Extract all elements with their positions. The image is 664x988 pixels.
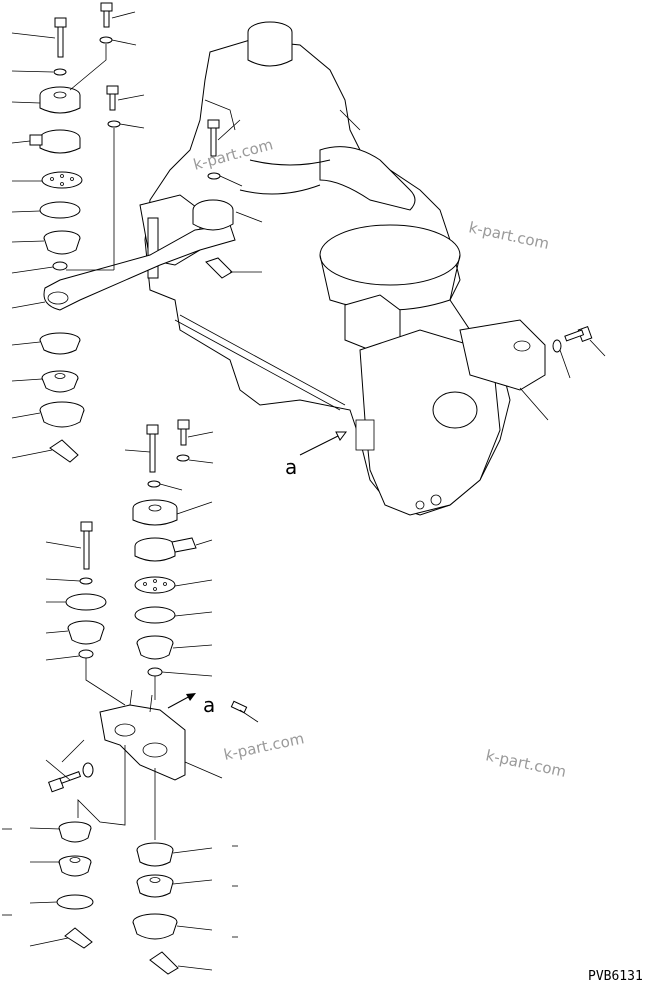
cup-cushion-4 — [67, 620, 105, 645]
perforated-plate-2 — [134, 576, 176, 594]
front-mount-arm — [43, 199, 236, 311]
lower-left-mount-stack — [65, 521, 107, 659]
stopper-plate-1 — [29, 129, 81, 154]
reference-marker-a-engine: a — [285, 455, 297, 479]
bracket-bolt — [48, 762, 94, 793]
retainer-cup-1 — [39, 401, 85, 428]
cushion-2 — [41, 370, 79, 393]
pin — [230, 700, 248, 714]
collar-2 — [147, 667, 163, 677]
engine-assembly — [139, 21, 546, 516]
center-mount-stack — [132, 419, 197, 677]
watermark-2: k-part.com — [467, 218, 551, 253]
cup-cushion-1 — [43, 230, 81, 255]
collar-3 — [78, 649, 94, 659]
callout-lines — [2, 11, 606, 971]
shim-1 — [39, 201, 81, 219]
top-center-hardware — [99, 2, 233, 279]
stopper-plate-2 — [134, 537, 197, 562]
perforated-plate-1 — [41, 171, 83, 189]
cushion-1 — [39, 86, 81, 114]
watermark-3: k-part.com — [222, 729, 306, 764]
drawing-code: PVB6131 — [588, 969, 643, 984]
collar-1 — [52, 261, 68, 271]
bolt-1 — [54, 17, 67, 58]
cushion-3 — [132, 499, 178, 526]
bottom-left-stack — [56, 821, 94, 949]
mount-bracket — [99, 689, 186, 781]
reference-marker-a-bracket: a — [203, 693, 215, 717]
shim-3 — [65, 593, 107, 611]
clip-1 — [49, 439, 79, 463]
watermark-4: k-part.com — [484, 746, 568, 781]
bottom-center-stack — [132, 842, 179, 975]
shim-2 — [134, 606, 176, 624]
washer-1 — [53, 68, 67, 76]
cup-cushion-2 — [39, 332, 81, 355]
rear-mount-hardware — [552, 326, 593, 353]
upper-left-mount-stack — [29, 17, 85, 463]
cup-cushion-3 — [136, 635, 174, 660]
